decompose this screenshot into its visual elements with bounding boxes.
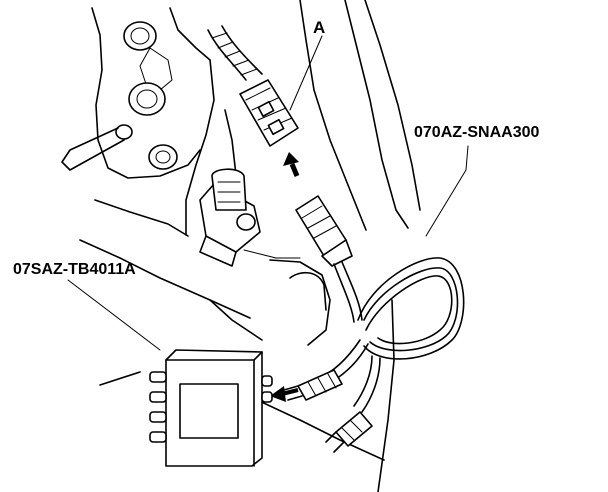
bolt-heads	[61, 21, 178, 171]
sensor-assembly	[199, 168, 261, 267]
test-harness-cable	[315, 257, 465, 413]
connect-arrow-up	[283, 152, 300, 177]
callout-connector-a: A	[313, 18, 326, 37]
harness-connector	[295, 195, 353, 267]
connect-arrow-left	[270, 386, 299, 402]
banana-plug-upper	[283, 369, 343, 401]
leader-lines	[67, 35, 469, 351]
body-structure	[79, 0, 421, 492]
banana-plug-lower	[325, 411, 373, 453]
vehicle-harness	[207, 25, 263, 81]
test-box	[149, 349, 273, 467]
connector-a	[239, 79, 299, 147]
callout-test-box: 07SAZ-TB4011A	[13, 261, 136, 278]
callout-harness-cable: 070AZ-SNAA300	[414, 124, 540, 141]
